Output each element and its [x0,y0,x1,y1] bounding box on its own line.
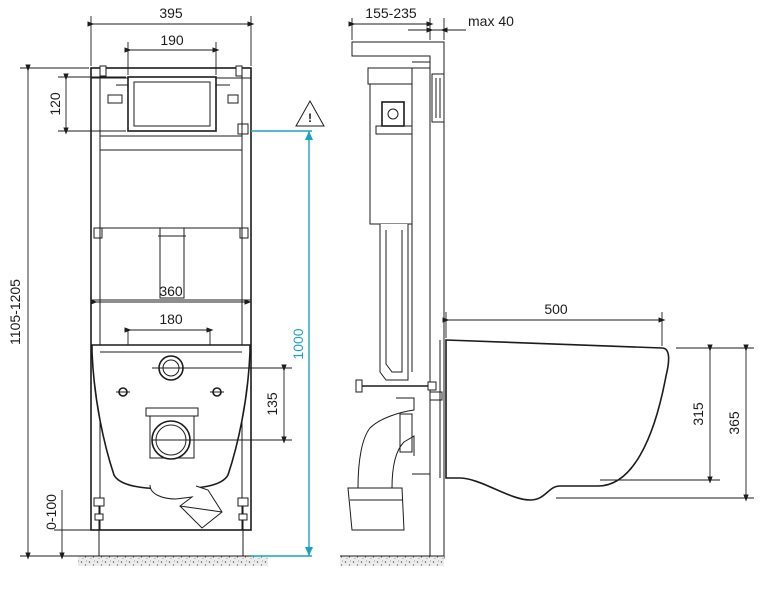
dim-135-label: 135 [264,392,280,416]
clip-left [107,94,123,104]
front-dimensions: 395 190 1105-1205 120 0-100 360 180 135 [7,5,325,560]
dim-total-height-label: 1105-1205 [7,279,23,345]
bowl-side-view [439,339,670,501]
cistern-bracket-r [239,227,249,239]
dim-315-label: 315 [690,402,706,426]
foot-right [237,497,249,507]
dim-360-label: 360 [159,283,183,299]
dim-500-label: 500 [544,301,568,317]
bowl-side [445,339,670,501]
dim-365-label: 365 [726,411,742,435]
outlet-clamp [145,407,199,417]
drain-elbow-side [357,397,415,489]
clip-right [227,94,239,104]
dim-190-label: 190 [160,32,184,48]
dim-395-label: 395 [159,5,183,21]
side-view [340,41,445,566]
flush-plate-inner [133,81,211,127]
dim-max40-label: max 40 [468,13,514,29]
flush-plate [127,76,217,132]
cistern-bracket-l [93,227,103,239]
dim-depth-label: 155-235 [365,5,417,21]
side-dimensions: 155-235 max 40 [348,5,514,40]
floor-side [340,556,444,566]
foot-left [93,497,105,507]
drain-pipe-side [347,487,405,531]
flush-pipe [159,227,185,299]
dim-120-label: 120 [47,92,63,116]
valve-box-side [381,101,405,127]
warning-icon-mark: ! [308,111,312,125]
dim-0-100-label: 0-100 [43,494,59,530]
flush-pipe-side [379,224,409,381]
notch-left [99,65,107,77]
dim-180-label: 180 [159,311,183,327]
dim-1000-label: 1000 [290,328,306,359]
bowl-dimensions: 500 315 365 [442,301,754,502]
frame-top-side [367,67,413,85]
bracket-right-box [237,123,249,135]
flush-plate-side [431,73,445,123]
notch-right [235,65,243,77]
front-view [78,65,268,566]
warning-icon [295,99,325,127]
floor-front [78,556,268,566]
